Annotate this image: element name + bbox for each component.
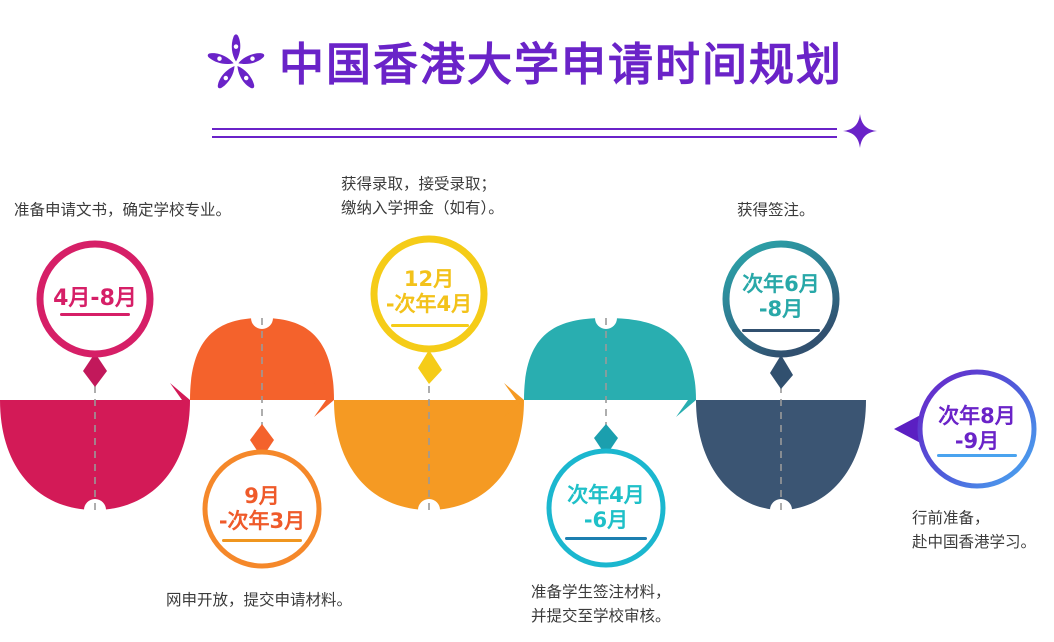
step-6-period: 次年8月 -9月 <box>938 404 1016 453</box>
timeline-step-2[interactable]: 9月 -次年3月 <box>197 424 327 574</box>
bauhinia-flower-icon <box>207 34 265 89</box>
step-3-caption: 获得录取，接受录取； 缴纳入学押金（如有）。 <box>341 175 504 218</box>
timeline-step-4[interactable]: 次年4月 -6月 <box>542 424 670 574</box>
timeline-step-5[interactable]: 次年6月 -8月 <box>717 237 845 389</box>
step-6-caption: 行前准备， 赴中国香港学习。 <box>912 509 1037 552</box>
step-3-period: 12月 -次年4月 <box>385 267 473 316</box>
page-header: 中国香港大学申请时间规划 <box>0 28 1054 148</box>
step-4-rule <box>565 537 647 540</box>
step-4-bubble-ring <box>546 424 666 568</box>
timeline-step-1[interactable]: 4月-8月 <box>33 237 157 387</box>
title-underline-rule <box>212 128 837 138</box>
step-4-period: 次年4月 -6月 <box>567 483 645 532</box>
step-1-caption: 准备申请文书，确定学校专业。 <box>14 201 232 219</box>
step-1-rule <box>60 313 130 316</box>
timeline-step-6[interactable]: 次年8月 -9月 <box>880 368 1042 490</box>
step-6-bubble-ring <box>894 369 1037 489</box>
step-3-bubble-ring <box>370 235 488 384</box>
sparkle-four-point-icon <box>843 114 877 148</box>
step-5-caption: 获得签注。 <box>737 201 815 219</box>
ribbon-seams <box>170 383 696 417</box>
step-5-period: 次年6月 -8月 <box>742 272 820 321</box>
step-4-caption: 准备学生签注材料， 并提交至学校审核。 <box>531 583 671 626</box>
step-2-bubble-ring <box>202 424 322 569</box>
step-5-rule <box>742 329 820 332</box>
timeline-step-3[interactable]: 12月 -次年4月 <box>370 232 494 384</box>
step-2-rule <box>222 539 302 542</box>
step-1-bubble-ring <box>36 240 154 387</box>
step-3-rule <box>391 324 469 327</box>
page-title: 中国香港大学申请时间规划 <box>279 37 844 91</box>
step-2-caption: 网申开放，提交申请材料。 <box>166 591 353 609</box>
step-2-period: 9月 -次年3月 <box>218 484 306 533</box>
step-5-bubble-ring <box>722 240 840 389</box>
step-6-rule <box>937 454 1017 457</box>
step-1-period: 4月-8月 <box>53 286 137 312</box>
